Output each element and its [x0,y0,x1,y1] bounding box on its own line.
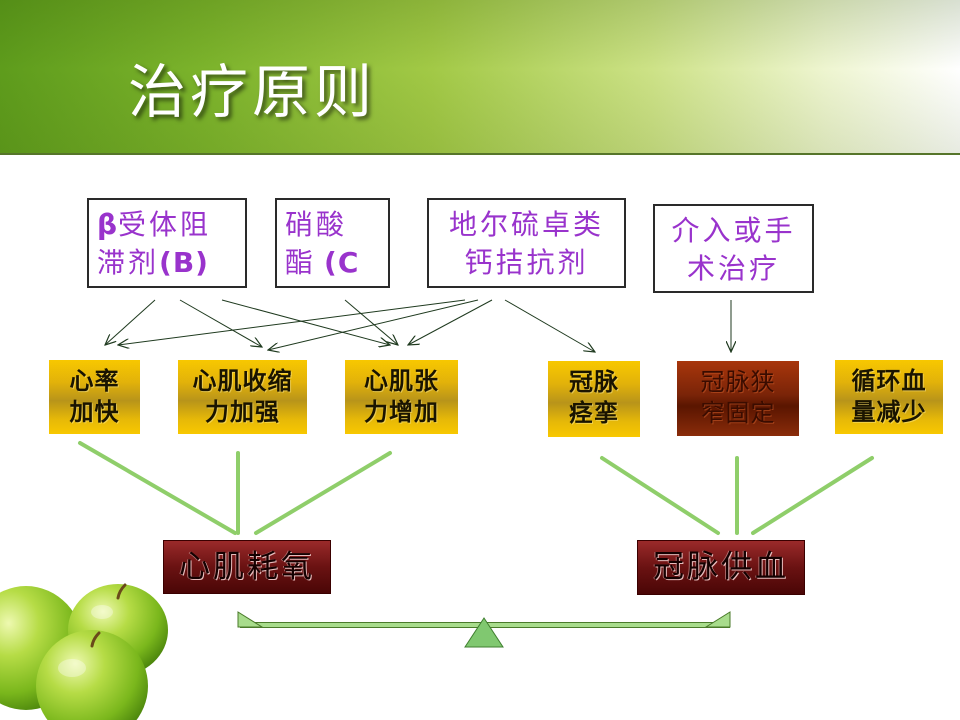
treatment-intervention: 介入或手 术治疗 [653,204,814,293]
apple-stem-back-right [116,583,127,600]
apple-stem-front [90,631,101,648]
arrow-ccb-to-contractility [268,299,479,350]
balance-fulcrum [464,617,504,648]
link-heart-rate-to-oxygen [78,441,237,535]
outcome-coronary-supply: 冠脉供血 [637,540,805,595]
factor-heart-rate: 心率 加快 [49,360,140,434]
treatment-beta-blocker-text1: 受体阻 [118,208,212,241]
treatment-beta-blocker-line2: 滞剂(B) [97,244,237,282]
factor-contractility-line1: 心肌收缩 [192,367,293,395]
factor-wall-tension-line2: 力增加 [364,398,439,426]
treatment-beta-blocker-abbrev: (B) [159,246,209,279]
arrow-ccb-to-spasm [504,299,595,352]
treatment-intervention-line2: 术治疗 [686,252,780,285]
treatment-nitrate: 硝酸 酯(C [275,198,390,288]
arrow-ccb-to-heart-rate [118,299,466,345]
treatment-calcium-antagonist: 地尔硫卓类 钙拮抗剂 [427,198,626,288]
balance-left-end [237,611,264,628]
factor-heart-rate-line1: 心率 [69,367,120,395]
arrow-ccb-to-wall-tension [408,299,493,345]
beta-symbol: β [97,208,119,241]
factor-wall-tension: 心肌张 力增加 [345,360,458,434]
factor-blood-volume: 循环血 量减少 [835,360,943,434]
factor-heart-rate-line2: 加快 [69,398,120,426]
factor-coronary-spasm: 冠脉 痉挛 [548,361,640,437]
treatment-nitrate-line2: 酯(C [285,244,380,282]
apple-front [36,630,148,720]
factor-contractility-line2: 力加强 [205,398,280,426]
treatment-nitrate-text2: 酯 [285,246,317,279]
arrow-beta-to-heart-rate [105,299,156,345]
link-tension-to-oxygen [254,451,392,535]
treatment-ccb-line2: 钙拮抗剂 [464,246,589,279]
link-volume-to-supply [751,456,874,535]
apples-illustration [0,583,168,720]
outcome-oxygen-consumption: 心肌耗氧 [163,540,331,594]
slide-title: 治疗原则 [128,58,377,126]
balance-scale [237,611,731,648]
factor-fixed-stenosis-line2: 窄固定 [700,399,776,427]
link-spasm-to-supply [600,456,720,535]
arrow-nitrate-to-wall-tension [344,299,398,345]
factor-coronary-spasm-line1: 冠脉 [569,368,619,396]
apple-highlight-front [58,659,86,677]
factor-blood-volume-line1: 循环血 [851,367,927,395]
treatment-ccb-line1: 地尔硫卓类 [448,208,604,241]
factor-fixed-stenosis: 冠脉狭 窄固定 [677,361,799,436]
treatment-beta-blocker-line1: β受体阻 [97,206,237,244]
balance-right-end [704,611,731,628]
arrow-beta-to-contractility [179,299,262,347]
treatment-nitrate-abbrev: (C [324,246,360,279]
arrow-beta-to-wall-tension [221,299,390,345]
apple-highlight-back-right [91,605,113,619]
factor-coronary-spasm-line2: 痉挛 [569,399,619,427]
title-banner: 治疗原则 [0,0,960,155]
factor-contractility: 心肌收缩 力加强 [178,360,307,434]
factor-fixed-stenosis-line1: 冠脉狭 [700,368,776,396]
treatment-beta-blocker-text2: 滞剂 [97,246,160,279]
treatment-intervention-line1: 介入或手 [671,214,796,247]
treatment-nitrate-line1: 硝酸 [285,208,348,241]
factor-blood-volume-line2: 量减少 [851,398,927,426]
treatment-beta-blocker: β受体阻 滞剂(B) [87,198,247,288]
factor-wall-tension-line1: 心肌张 [364,367,439,395]
